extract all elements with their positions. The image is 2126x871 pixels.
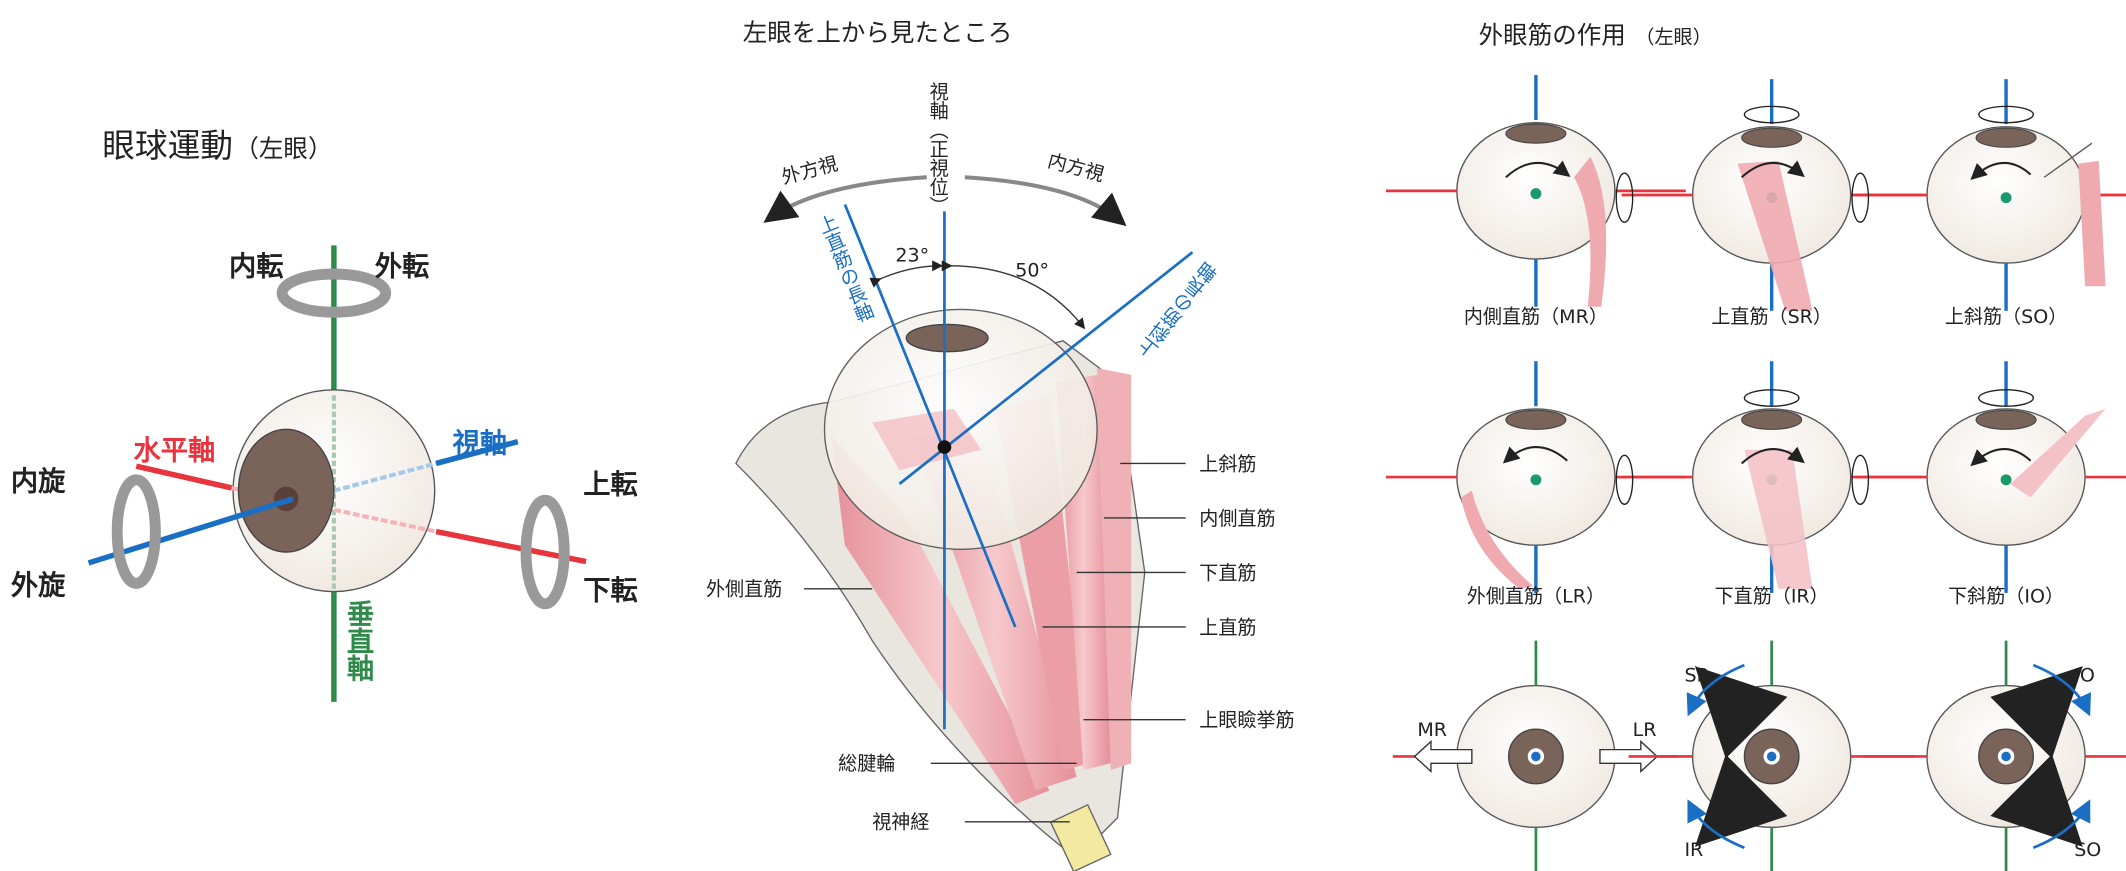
outward-gaze-arrow — [763, 175, 927, 223]
sr-pull-arrow-icon — [1694, 666, 1788, 759]
eye-so — [1851, 77, 2126, 313]
label-superior-rectus: 上直筋 — [1199, 617, 1256, 639]
leader-lines — [804, 462, 1186, 823]
label-superior-oblique: 上斜筋 — [1199, 453, 1256, 475]
label-mr: 内側直筋（MR） — [1464, 306, 1608, 328]
eye-mr — [1384, 73, 1688, 309]
vertical-rotation-arrow-icon — [1615, 454, 1634, 506]
label-abduction: 外転 — [375, 251, 430, 282]
rotation-arrow-icon — [1502, 446, 1568, 464]
eye-sr — [1615, 77, 1924, 313]
label-row3-io: IO — [2074, 664, 2095, 686]
io-pull-arrow-icon — [1990, 666, 2083, 759]
label-row3-lr: LR — [1633, 719, 1657, 741]
label-row3-sr: SR — [1684, 664, 1709, 686]
left-panel: 眼球運動 （左眼） 内転 外転 水平軸 視軸 内旋 外旋 上転 下転 垂直軸 — [11, 127, 638, 702]
label-row3-so: SO — [2074, 839, 2101, 861]
rotation-arrow-icon — [1970, 161, 2032, 180]
vertical-rotation-arrow-icon — [1851, 454, 1870, 506]
label-sr-long-axis: 上直筋の長軸 — [813, 211, 876, 326]
label-visual-axis-primary: 視軸（正視位） — [927, 82, 949, 216]
label-extorsion: 外旋 — [11, 570, 66, 601]
label-outward-gaze: 外方視 — [779, 153, 840, 189]
label-lr: 外側直筋（LR） — [1467, 585, 1605, 607]
angle-arc-50 — [941, 260, 1086, 330]
rotation-arrow-icon — [1740, 160, 1805, 179]
label-inferior-rectus: 下直筋 — [1199, 562, 1256, 584]
label-vertical-axis: 垂直軸 — [342, 600, 375, 682]
angle-arc-23 — [869, 260, 944, 288]
rotation-arrow-icon — [1740, 446, 1805, 465]
vertical-rotation-arrow-icon — [1615, 172, 1634, 223]
eye-lr — [1384, 359, 1688, 595]
label-row3-ir: IR — [1684, 839, 1703, 861]
front-eye-oblique — [1861, 639, 2126, 871]
eye-ir — [1615, 359, 1924, 595]
label-medial-rectus: 内側直筋 — [1199, 508, 1275, 530]
elevation-depression-rotation-icon — [520, 494, 570, 610]
label-lateral-rectus: 外側直筋 — [706, 579, 782, 601]
label-visual-axis: 視軸 — [452, 429, 507, 460]
label-row3-mr: MR — [1417, 719, 1447, 741]
label-io: 下斜筋（IO） — [1948, 585, 2064, 607]
adduction-abduction-rotation-icon — [276, 268, 392, 318]
rotation-arrow-icon — [1505, 160, 1571, 179]
label-annulus: 総腱輪 — [838, 753, 895, 775]
label-angle-50: 50° — [1015, 260, 1049, 282]
so-pull-arrow-icon — [1990, 754, 2083, 847]
right-title: 外眼筋の作用 — [1479, 21, 1626, 50]
iris-top-view — [905, 323, 989, 353]
label-inward-gaze: 内方視 — [1045, 150, 1106, 186]
superior-oblique-muscle — [1097, 368, 1132, 771]
eye-io — [1851, 359, 2126, 595]
label-ir: 下直筋（IR） — [1715, 585, 1829, 607]
label-angle-23: 23° — [895, 245, 929, 267]
label-so-long-axis: 上斜筋の長軸 — [1134, 259, 1222, 363]
label-sr: 上直筋（SR） — [1711, 306, 1832, 328]
label-elevation: 上転 — [583, 469, 638, 500]
torsion-arrow-icon — [1743, 389, 1800, 407]
horizontal-axis — [135, 463, 233, 491]
inward-gaze-arrow — [964, 175, 1127, 227]
right-panel: 外眼筋の作用 （左眼） 内側直筋（MR） 上直筋（SR） 上斜筋（SO） — [1384, 21, 2126, 871]
left-title: 眼球運動 — [102, 127, 233, 165]
label-horizontal-axis: 水平軸 — [134, 435, 216, 466]
front-eye-vertical-rectus — [1627, 639, 1917, 871]
mr-pull-arrow-icon — [1413, 739, 1473, 773]
middle-panel: 左眼を上から見たところ 視軸（正視位） 外方視 内方視 23° 50° 上直筋の… — [706, 18, 1295, 871]
torsion-arrow-icon — [1978, 389, 2035, 407]
label-depression: 下転 — [583, 576, 638, 607]
torsion-arrow-icon — [1978, 105, 2035, 124]
torsion-rotation-icon — [111, 474, 161, 589]
rotation-arrow-icon — [1970, 448, 2032, 467]
label-intorsion: 内旋 — [11, 467, 66, 498]
right-title-paren: （左眼） — [1635, 27, 1711, 49]
visual-axis — [435, 438, 519, 467]
label-levator: 上眼瞼挙筋 — [1199, 709, 1294, 731]
middle-title: 左眼を上から見たところ — [743, 18, 1013, 47]
label-adduction: 内転 — [229, 251, 284, 282]
torsion-arrow-icon — [1743, 105, 1800, 124]
label-so: 上斜筋（SO） — [1945, 306, 2067, 328]
center-of-rotation — [937, 440, 952, 454]
label-optic-nerve: 視神経 — [872, 812, 929, 834]
ir-pull-arrow-icon — [1694, 754, 1788, 847]
left-title-paren: （左眼） — [234, 134, 332, 163]
vertical-rotation-arrow-icon — [1851, 172, 1870, 223]
